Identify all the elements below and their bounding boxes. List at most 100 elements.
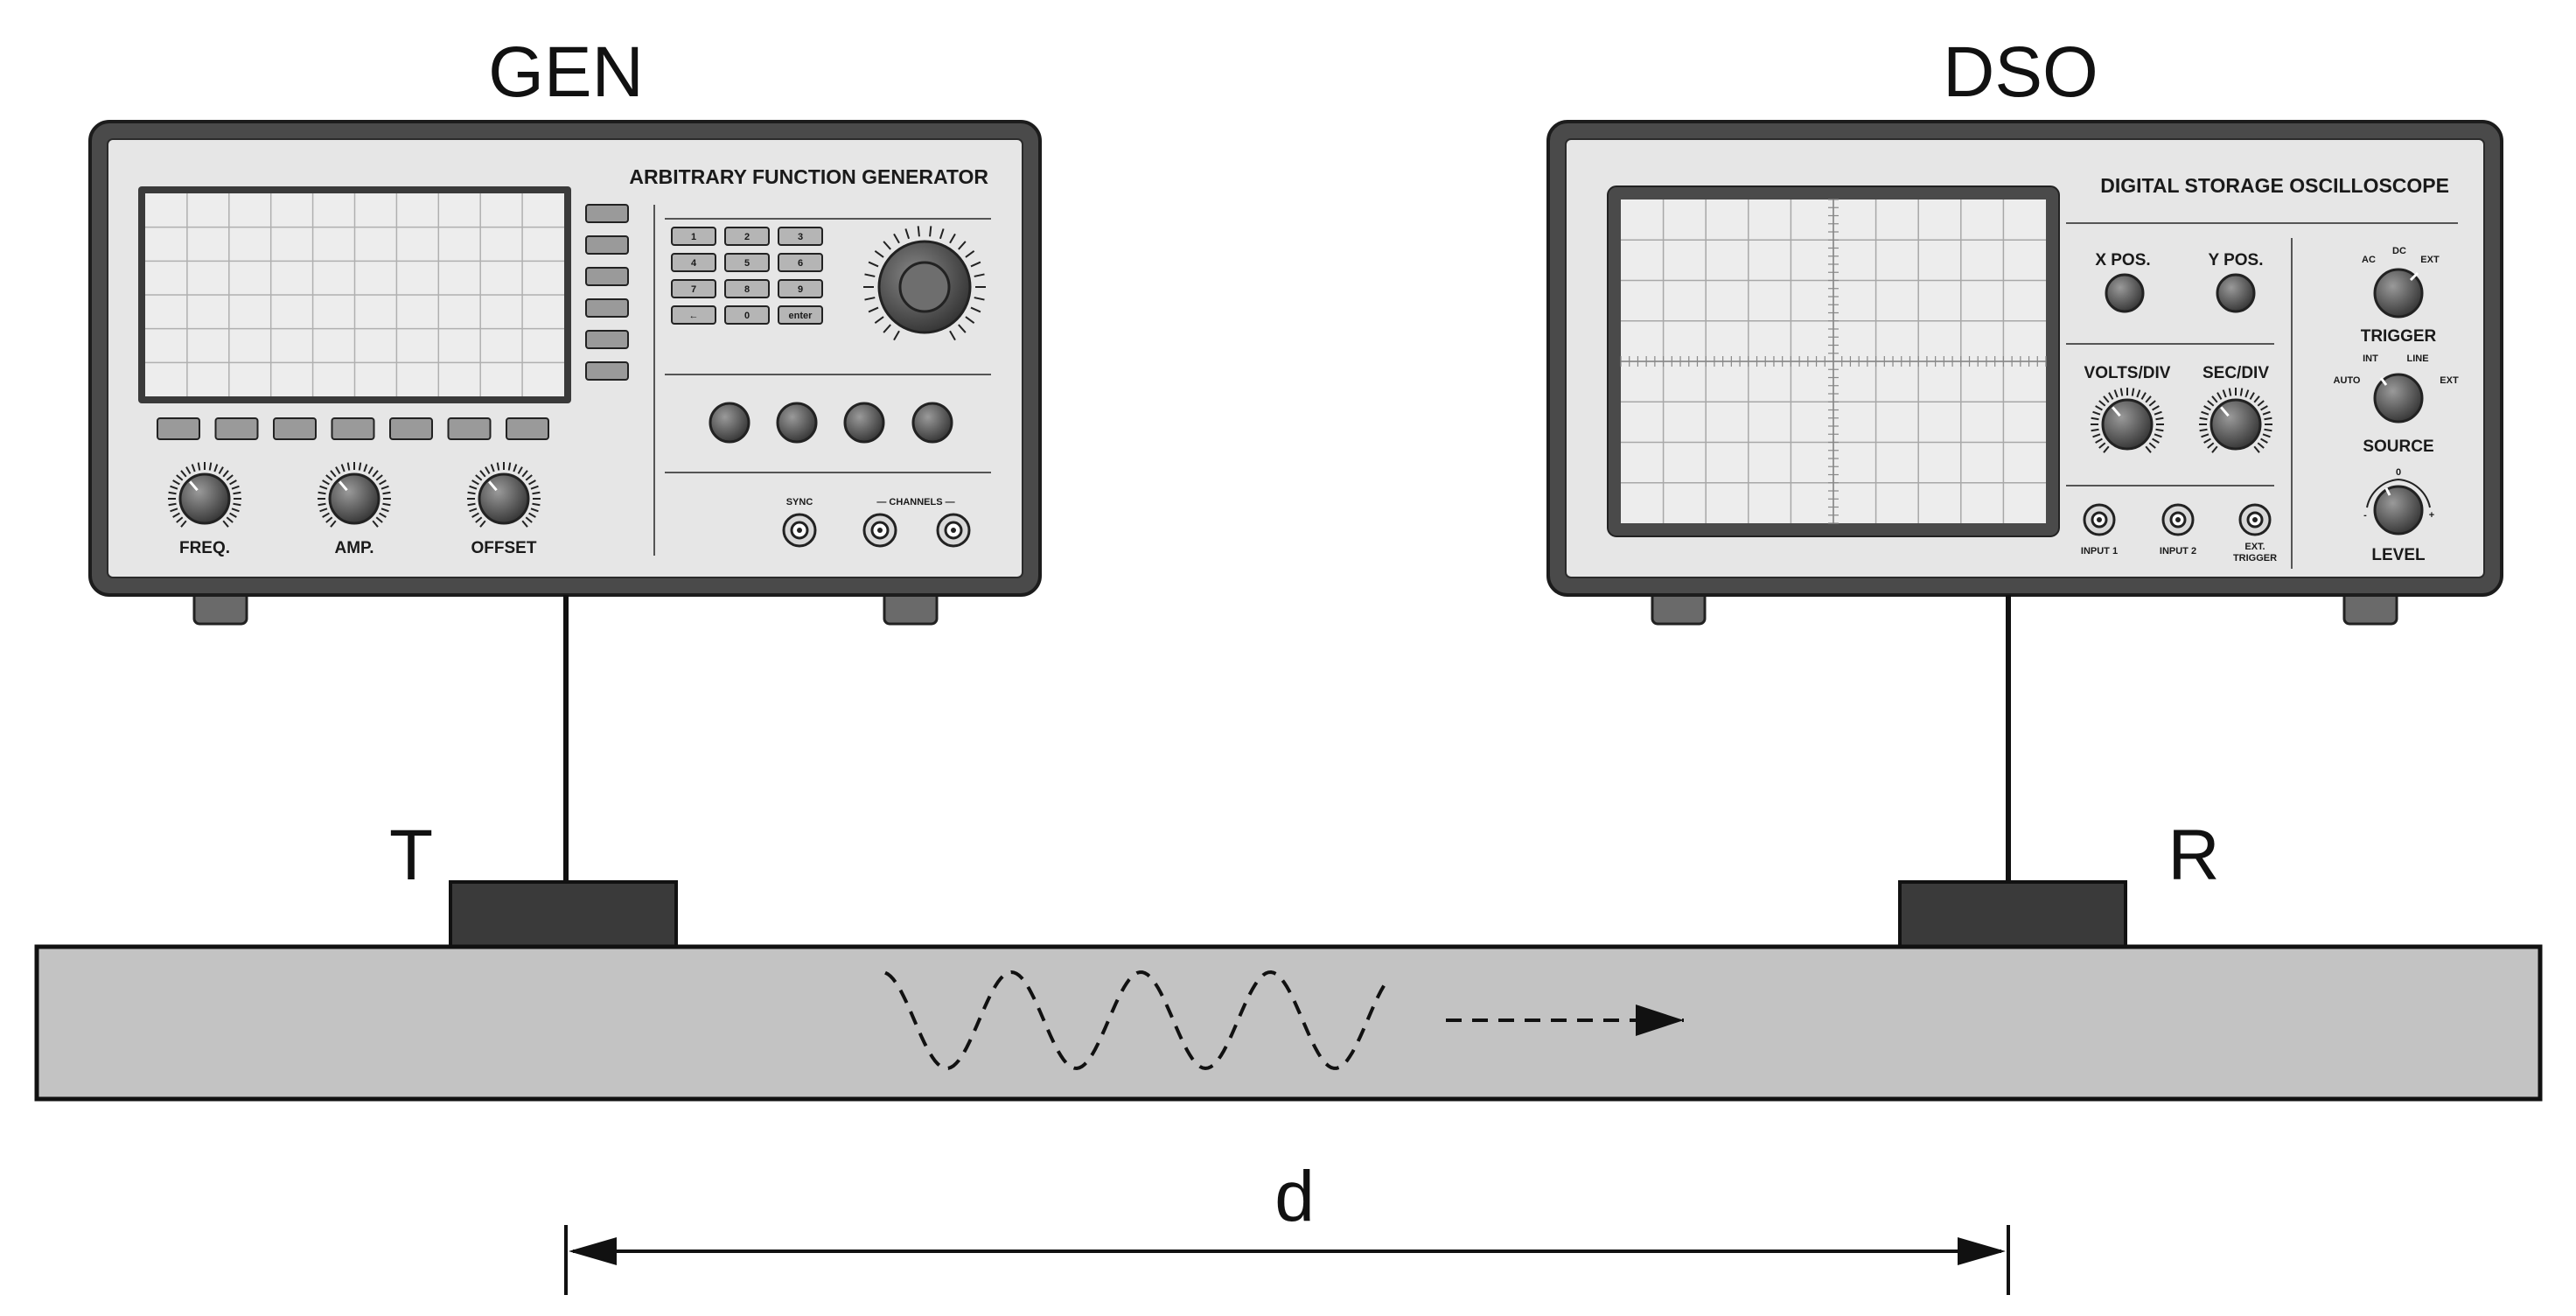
dso-source-label: SOURCE (2363, 438, 2433, 456)
dial-tick (318, 491, 326, 495)
dso-input-2-label: INPUT 2 (2160, 546, 2196, 556)
dial-tick (170, 485, 178, 490)
dso-trigger-ac-label: AC (2362, 255, 2376, 265)
dial-tick (2262, 433, 2271, 438)
knob-pointer (2112, 406, 2121, 417)
dso-source-int-label: INT (2363, 354, 2378, 364)
gen-amp-knob (318, 462, 391, 528)
dial-tick (2249, 392, 2255, 400)
dial-tick (874, 250, 884, 258)
softkey (331, 417, 375, 440)
gen-bottom-softkeys (157, 417, 549, 440)
keypad-key-label: 5 (744, 258, 750, 269)
dial-tick (346, 462, 351, 471)
dial-tick (2201, 410, 2209, 416)
dso-level-arc (2366, 478, 2431, 508)
dial-tick (319, 508, 328, 513)
dso-sec-div-knob (2199, 388, 2272, 453)
dial-tick (325, 474, 333, 481)
ultrasonic-wave (884, 970, 1388, 1071)
dso-volts-div-label: VOLTS/DIV (2084, 364, 2171, 382)
dial-tick (868, 261, 879, 268)
dial-tick (319, 485, 328, 490)
dial-tick (532, 491, 541, 495)
dial-tick (2119, 388, 2124, 396)
dso-level-label: LEVEL (2371, 546, 2426, 564)
dial-tick (530, 485, 539, 490)
dso-source-line-label: LINE (2406, 354, 2428, 364)
dial-tick (176, 474, 184, 481)
gen-freq-label: FREQ. (179, 539, 230, 557)
dial-tick (2145, 396, 2152, 403)
dial-tick (883, 241, 891, 250)
dso-label: DSO (1943, 32, 2098, 112)
dial-tick (2148, 442, 2156, 449)
dial-tick (2091, 428, 2099, 432)
dso-ypos-knob (2216, 273, 2256, 313)
dial-tick (226, 474, 234, 481)
dial-tick (322, 480, 330, 486)
dial-tick (471, 512, 479, 518)
dso-xpos-label: X POS. (2095, 251, 2150, 270)
dial-tick (222, 470, 229, 478)
dial-tick (382, 502, 391, 507)
dial-tick (525, 474, 533, 481)
dial-tick (2262, 410, 2271, 416)
dial-tick (532, 502, 541, 507)
dial-tick (382, 491, 391, 495)
softkey (585, 330, 629, 349)
dial-tick (507, 462, 512, 471)
keypad-key (778, 305, 823, 325)
dial-tick (496, 462, 500, 471)
gen-offset-knob (467, 462, 541, 528)
dial-tick (2155, 416, 2164, 421)
dial-tick (2239, 388, 2244, 396)
dial-tick (517, 466, 523, 474)
keypad-key-label: 8 (744, 284, 750, 295)
softkey (585, 235, 629, 255)
dial-tick (2199, 428, 2208, 432)
dso-trigger-ext-label: EXT (2420, 255, 2440, 265)
test-plate (34, 944, 2543, 1102)
keypad-key (671, 305, 716, 325)
dial-tick (2211, 396, 2218, 403)
keypad-key (671, 279, 716, 298)
knob-body (2209, 398, 2262, 451)
dial-tick (2131, 388, 2135, 396)
dial-tick (180, 470, 187, 478)
dial-tick (2155, 428, 2164, 432)
gen-offset-label: OFFSET (471, 539, 537, 557)
knob-body (478, 472, 530, 525)
dial-tick (358, 462, 362, 471)
dial-tick (485, 466, 491, 474)
dial-tick (475, 516, 483, 523)
dial-tick (363, 464, 368, 472)
dial-tick (2203, 438, 2211, 444)
gen-knob-1 (709, 402, 750, 444)
dial-tick (213, 464, 219, 472)
dial-tick (2095, 438, 2103, 444)
dial-tick (471, 480, 479, 486)
dial-tick (2222, 389, 2227, 398)
dial-tick (475, 474, 483, 481)
dial-tick (949, 330, 956, 341)
dial-tick (467, 502, 476, 507)
dial-tick (330, 520, 337, 528)
dial-tick (233, 491, 241, 495)
softkey (157, 417, 200, 440)
dial-tick (965, 250, 975, 258)
dial-tick (2098, 442, 2106, 449)
dial-tick (229, 480, 237, 486)
dial-tick (2264, 416, 2272, 421)
knob-body (178, 472, 231, 525)
keypad-key (724, 253, 770, 272)
dial-tick (168, 491, 177, 495)
dial-tick (379, 480, 387, 486)
propagation-arrow-head (1636, 1004, 1684, 1036)
dial-tick (2152, 438, 2160, 444)
softkey (585, 298, 629, 318)
dial-tick (2092, 410, 2101, 416)
dso-level-plus-label: + (2429, 510, 2434, 521)
dso-trigger-label: TRIGGER (2361, 327, 2437, 346)
